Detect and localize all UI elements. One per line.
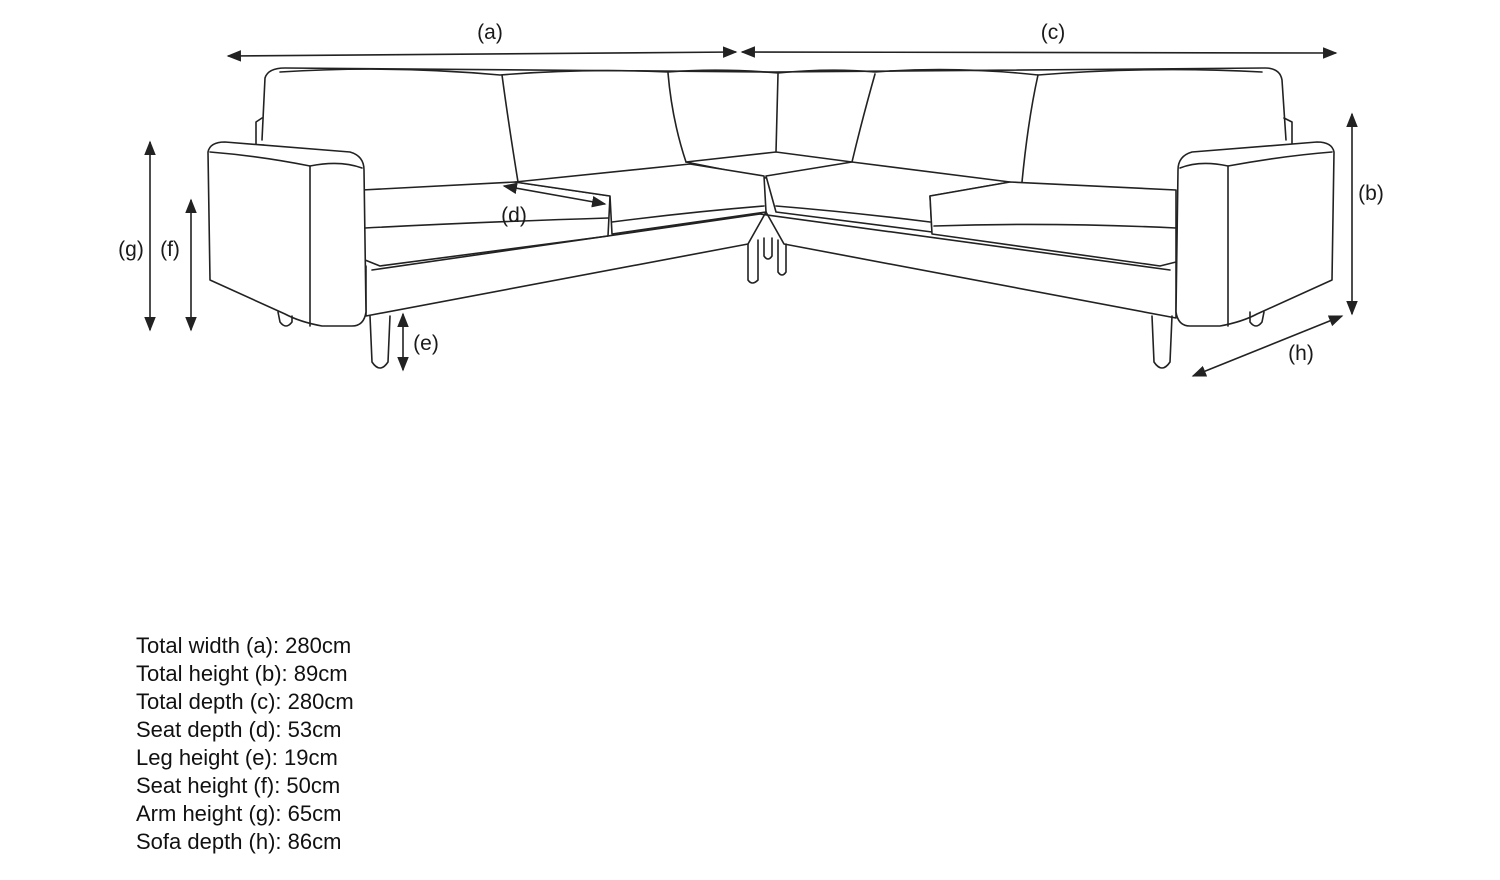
sofa-dimension-diagram: (a) (c) (b) (g) (f) (e) (d) (h): [118, 21, 1384, 377]
seat-cushion-lip: [611, 205, 765, 223]
dim-label-f: (f): [160, 238, 180, 261]
dim-label-b: (b): [1358, 182, 1384, 205]
back-cushion-seam: [667, 72, 687, 163]
spec-total-width: Total width (a): 280cm: [136, 633, 352, 658]
spec-seat-height: Seat height (f): 50cm: [136, 773, 341, 798]
dim-label-d: (d): [501, 204, 527, 227]
back-cushion-seam: [1021, 74, 1039, 183]
sofa-leg: [763, 237, 773, 260]
dim-label-h: (h): [1288, 342, 1314, 365]
back-cushion-seam: [851, 73, 876, 163]
back-cushion-top: [279, 68, 1263, 76]
dim-a-arrow: [226, 46, 738, 62]
spec-seat-depth: Seat depth (d): 53cm: [136, 717, 342, 742]
right-arm-top: [1179, 151, 1333, 169]
sofa-leg: [777, 239, 787, 276]
dim-label-e: (e): [413, 332, 439, 355]
sofa-leg: [369, 315, 391, 369]
base-top-edge: [371, 213, 1171, 271]
dim-h-arrow: [1191, 315, 1344, 377]
seat-cushion-lip: [933, 223, 1177, 229]
back-cushion-seam: [501, 74, 519, 183]
sofa-leg: [277, 311, 293, 327]
spec-total-height: Total height (b): 89cm: [136, 661, 348, 686]
dim-d-arrow: [502, 182, 607, 208]
sofa-back-outline: [261, 67, 1287, 141]
left-arm-top: [209, 151, 363, 169]
dimension-spec-list: Total width (a): 280cm Total height (b):…: [136, 632, 354, 856]
spec-total-depth: Total depth (c): 280cm: [136, 689, 354, 714]
sofa-leg: [747, 239, 759, 284]
back-cushion-seam: [775, 73, 779, 153]
corner-sofa-drawing: [207, 67, 1335, 369]
spec-leg-height: Leg height (e): 19cm: [136, 745, 338, 770]
dim-label-g: (g): [118, 238, 144, 261]
spec-sofa-depth: Sofa depth (h): 86cm: [136, 829, 342, 854]
seat-cushion-lip: [364, 217, 609, 229]
dim-c-arrow: [740, 46, 1338, 59]
left-arm: [207, 141, 367, 327]
right-arm: [1175, 141, 1335, 327]
sofa-leg: [1151, 315, 1173, 369]
dim-label-c: (c): [1041, 21, 1066, 44]
dim-label-a: (a): [477, 21, 503, 44]
spec-arm-height: Arm height (g): 65cm: [136, 801, 342, 826]
dimension-arrows: [144, 46, 1358, 377]
seat-cushion-lip: [775, 205, 931, 223]
